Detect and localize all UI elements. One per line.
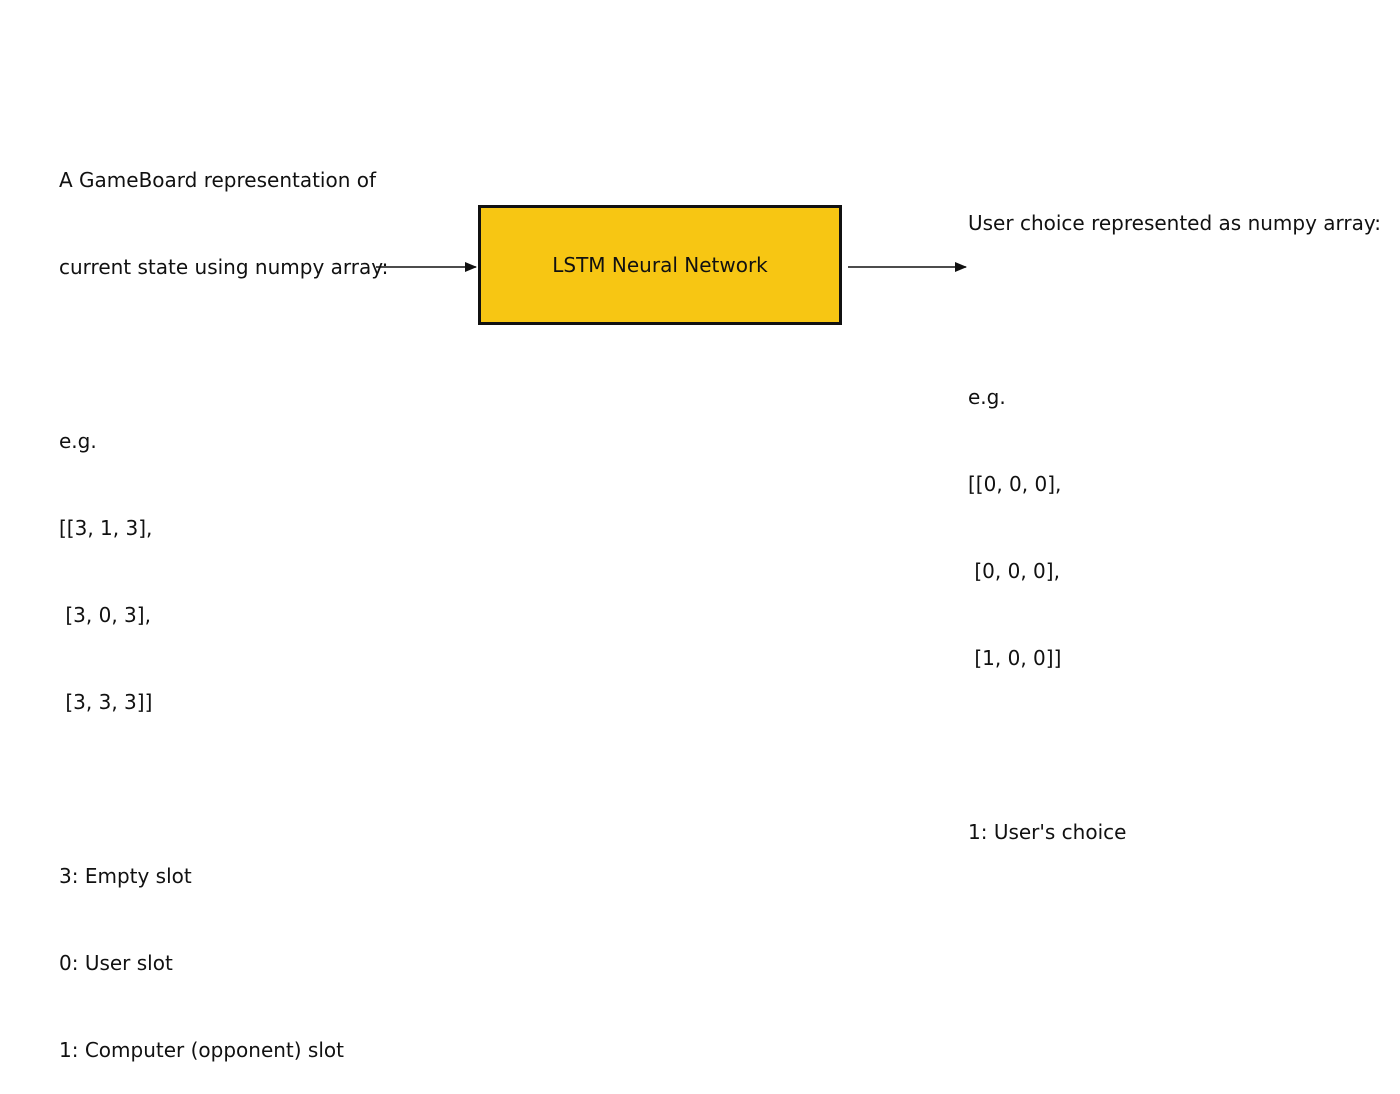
lstm-label: LSTM Neural Network [552, 253, 768, 277]
flow-arrows [376, 262, 967, 272]
input-line: [3, 3, 3]] [59, 690, 153, 714]
lstm-network-box: LSTM Neural Network [478, 205, 842, 325]
input-line: [3, 0, 3], [59, 603, 151, 627]
input-line: current state using numpy array: [59, 255, 389, 279]
output-line: [0, 0, 0], [968, 559, 1060, 583]
input-spacer [59, 775, 388, 804]
output-line: [1, 0, 0]] [968, 646, 1062, 670]
output-line: e.g. [968, 385, 1006, 409]
output-spacer [968, 731, 1381, 760]
output-line: User choice represented as numpy array: [968, 211, 1382, 235]
legend-computer-slot: 1: Computer (opponent) slot [59, 1038, 344, 1062]
input-line: [[3, 1, 3], [59, 516, 153, 540]
input-line: A GameBoard representation of [59, 168, 377, 192]
legend-user-choice: 1: User's choice [968, 820, 1127, 844]
legend-user-slot: 0: User slot [59, 951, 173, 975]
input-line: e.g. [59, 429, 97, 453]
output-line: [[0, 0, 0], [968, 472, 1062, 496]
legend-empty-slot: 3: Empty slot [59, 864, 192, 888]
